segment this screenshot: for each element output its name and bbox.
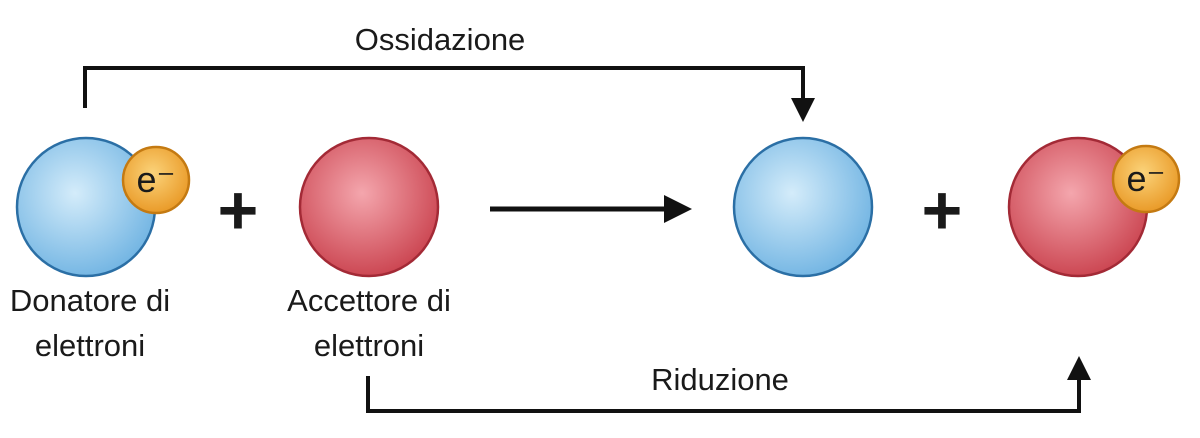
reduction-label: Riduzione bbox=[651, 362, 789, 397]
oxidation-arrow bbox=[83, 66, 805, 108]
acceptor-label-line1: Accettore di bbox=[287, 283, 451, 318]
plus-sign-left: + bbox=[217, 171, 259, 249]
acceptor-molecule bbox=[298, 136, 440, 278]
donor-label-line1: Donatore di bbox=[9, 283, 171, 318]
donor-electron bbox=[121, 145, 191, 215]
donor-label-line2: elettroni bbox=[34, 328, 146, 363]
plus-sign-right: + bbox=[921, 171, 963, 249]
reaction-arrowhead bbox=[664, 195, 692, 223]
oxidation-label: Ossidazione bbox=[354, 22, 526, 57]
acceptor-electron-label: e⁻ bbox=[1126, 158, 1165, 199]
reduction-arrow bbox=[366, 376, 1081, 413]
donor-electron-label: e⁻ bbox=[136, 159, 175, 200]
acceptor-label-line2: elettroni bbox=[313, 328, 425, 363]
reduction-arrowhead bbox=[1067, 356, 1091, 380]
oxidation-arrowhead bbox=[791, 98, 815, 122]
acceptor-electron bbox=[1111, 144, 1181, 214]
oxidized-donor-molecule bbox=[732, 136, 874, 278]
